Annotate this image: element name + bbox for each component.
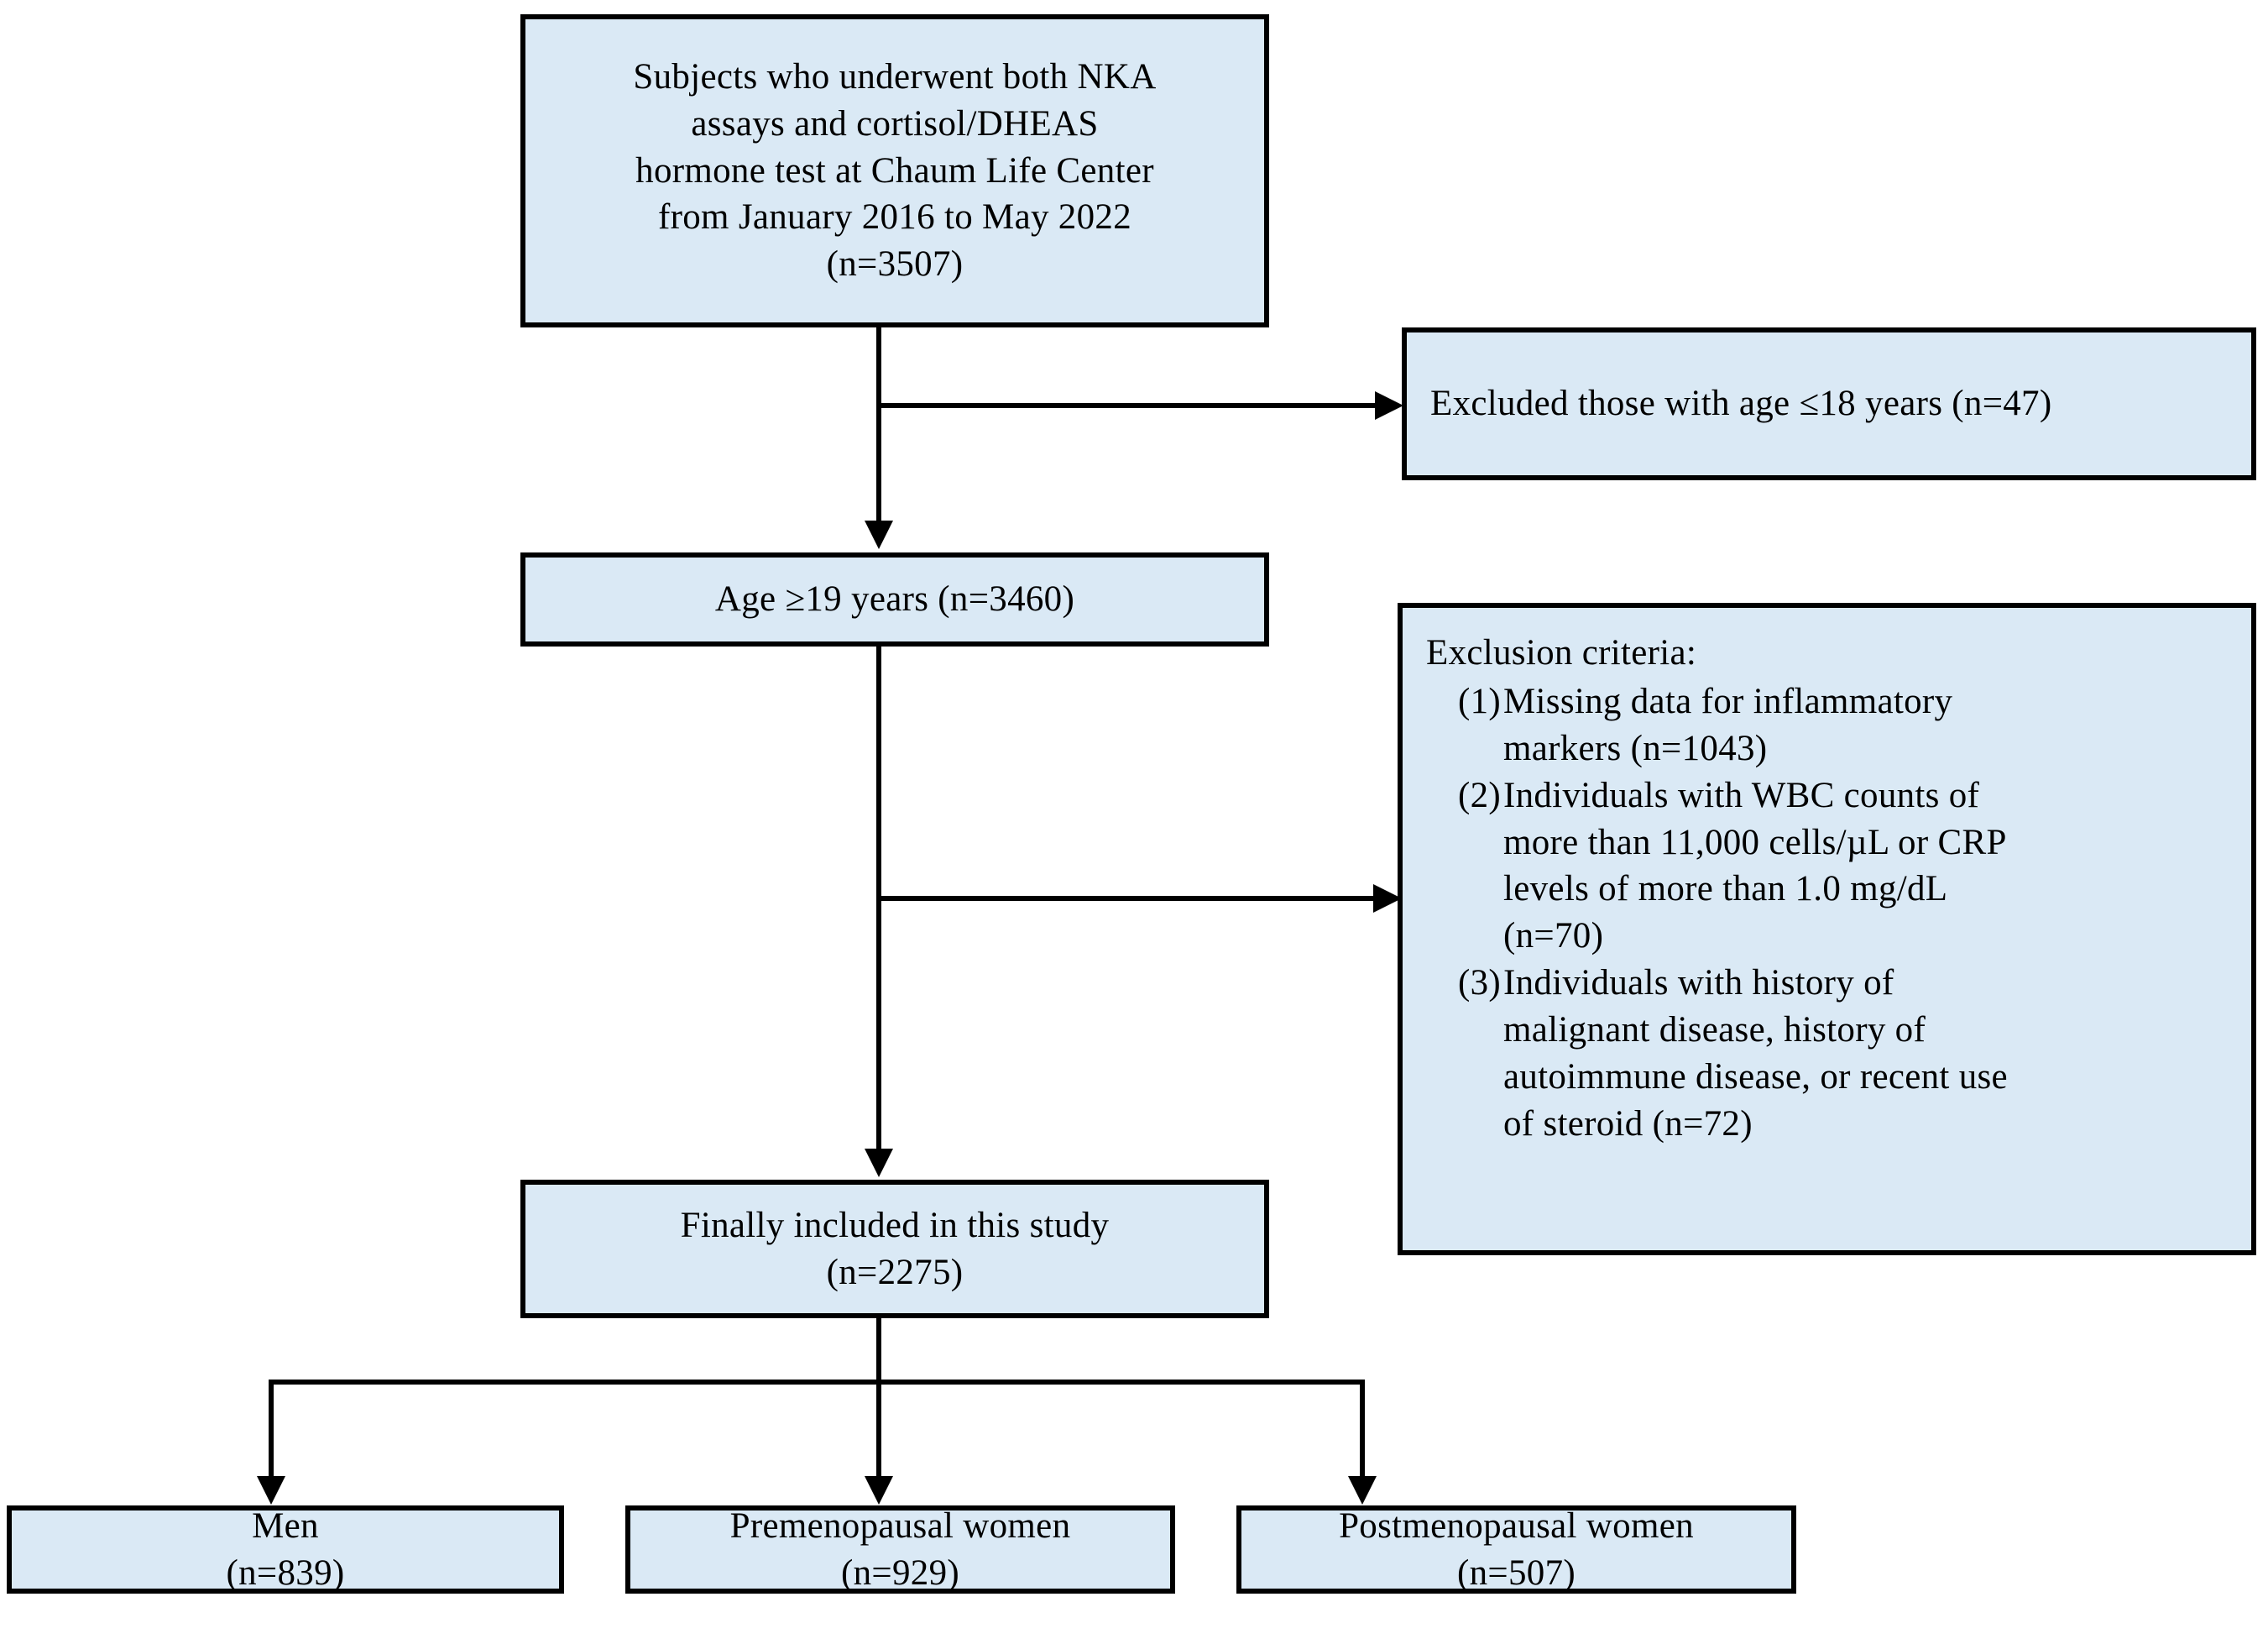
exclusion-criteria-item-number: (3) — [1458, 963, 1502, 1003]
exclusion-criteria-item-number: (2) — [1458, 775, 1502, 815]
node-final-included-label: Finally included in this study (n=2275) — [680, 1205, 1110, 1292]
arrowhead-source-to-age19 — [865, 521, 893, 549]
connector-source-to-age19 — [876, 327, 881, 524]
connector-split-to-premenopausal — [876, 1380, 881, 1480]
connector-split-to-men — [269, 1380, 274, 1480]
node-group-premenopausal-women-label: Premenopausal women (n=929) — [729, 1505, 1071, 1593]
node-final-included: Finally included in this study (n=2275) — [520, 1180, 1269, 1318]
node-excluded-age: Excluded those with age ≤18 years (n=47) — [1402, 327, 2256, 480]
node-group-premenopausal-women: Premenopausal women (n=929) — [625, 1505, 1175, 1594]
exclusion-criteria-item-text: Individuals with WBC counts of more than… — [1503, 775, 2007, 956]
arrowhead-to-excluded-age — [1375, 391, 1403, 420]
exclusion-criteria-heading: Exclusion criteria: — [1426, 633, 1697, 673]
connector-to-excluded-age — [876, 403, 1380, 408]
exclusion-criteria-item-text: Individuals with history of malignant di… — [1503, 963, 2008, 1144]
exclusion-criteria-item-text: Missing data for inflammatory markers (n… — [1503, 681, 1953, 768]
exclusion-criteria-item-number: (1) — [1458, 681, 1502, 721]
node-group-men-label: Men (n=839) — [226, 1505, 345, 1593]
arrowhead-to-exclusion-criteria — [1373, 884, 1402, 913]
connector-final-to-split — [876, 1318, 881, 1384]
node-excluded-age-label: Excluded those with age ≤18 years (n=47) — [1430, 384, 2052, 424]
exclusion-criteria-item: (1) Missing data for inflammatory marker… — [1426, 678, 2233, 772]
exclusion-criteria-item: (3) Individuals with history of malignan… — [1426, 960, 2233, 1148]
node-exclusion-criteria: Exclusion criteria: (1) Missing data for… — [1398, 603, 2256, 1255]
exclusion-criteria-list: (1) Missing data for inflammatory marker… — [1426, 678, 2233, 1148]
node-age-19-plus-label: Age ≥19 years (n=3460) — [714, 579, 1075, 620]
arrowhead-to-postmenopausal — [1348, 1476, 1377, 1505]
node-source-population-label: Subjects who underwent both NKA assays a… — [633, 56, 1157, 285]
connector-split-bar — [269, 1380, 1365, 1385]
connector-to-exclusion-criteria — [876, 896, 1378, 901]
node-group-postmenopausal-women: Postmenopausal women (n=507) — [1236, 1505, 1796, 1594]
node-group-postmenopausal-women-label: Postmenopausal women (n=507) — [1339, 1505, 1694, 1593]
node-age-19-plus: Age ≥19 years (n=3460) — [520, 552, 1269, 647]
arrowhead-to-men — [257, 1476, 285, 1505]
node-group-men: Men (n=839) — [7, 1505, 564, 1594]
arrowhead-to-premenopausal — [865, 1476, 893, 1505]
connector-split-to-postmenopausal — [1360, 1380, 1365, 1480]
node-source-population: Subjects who underwent both NKA assays a… — [520, 14, 1269, 327]
arrowhead-age19-to-final — [865, 1149, 893, 1177]
exclusion-criteria-item: (2) Individuals with WBC counts of more … — [1426, 772, 2233, 961]
